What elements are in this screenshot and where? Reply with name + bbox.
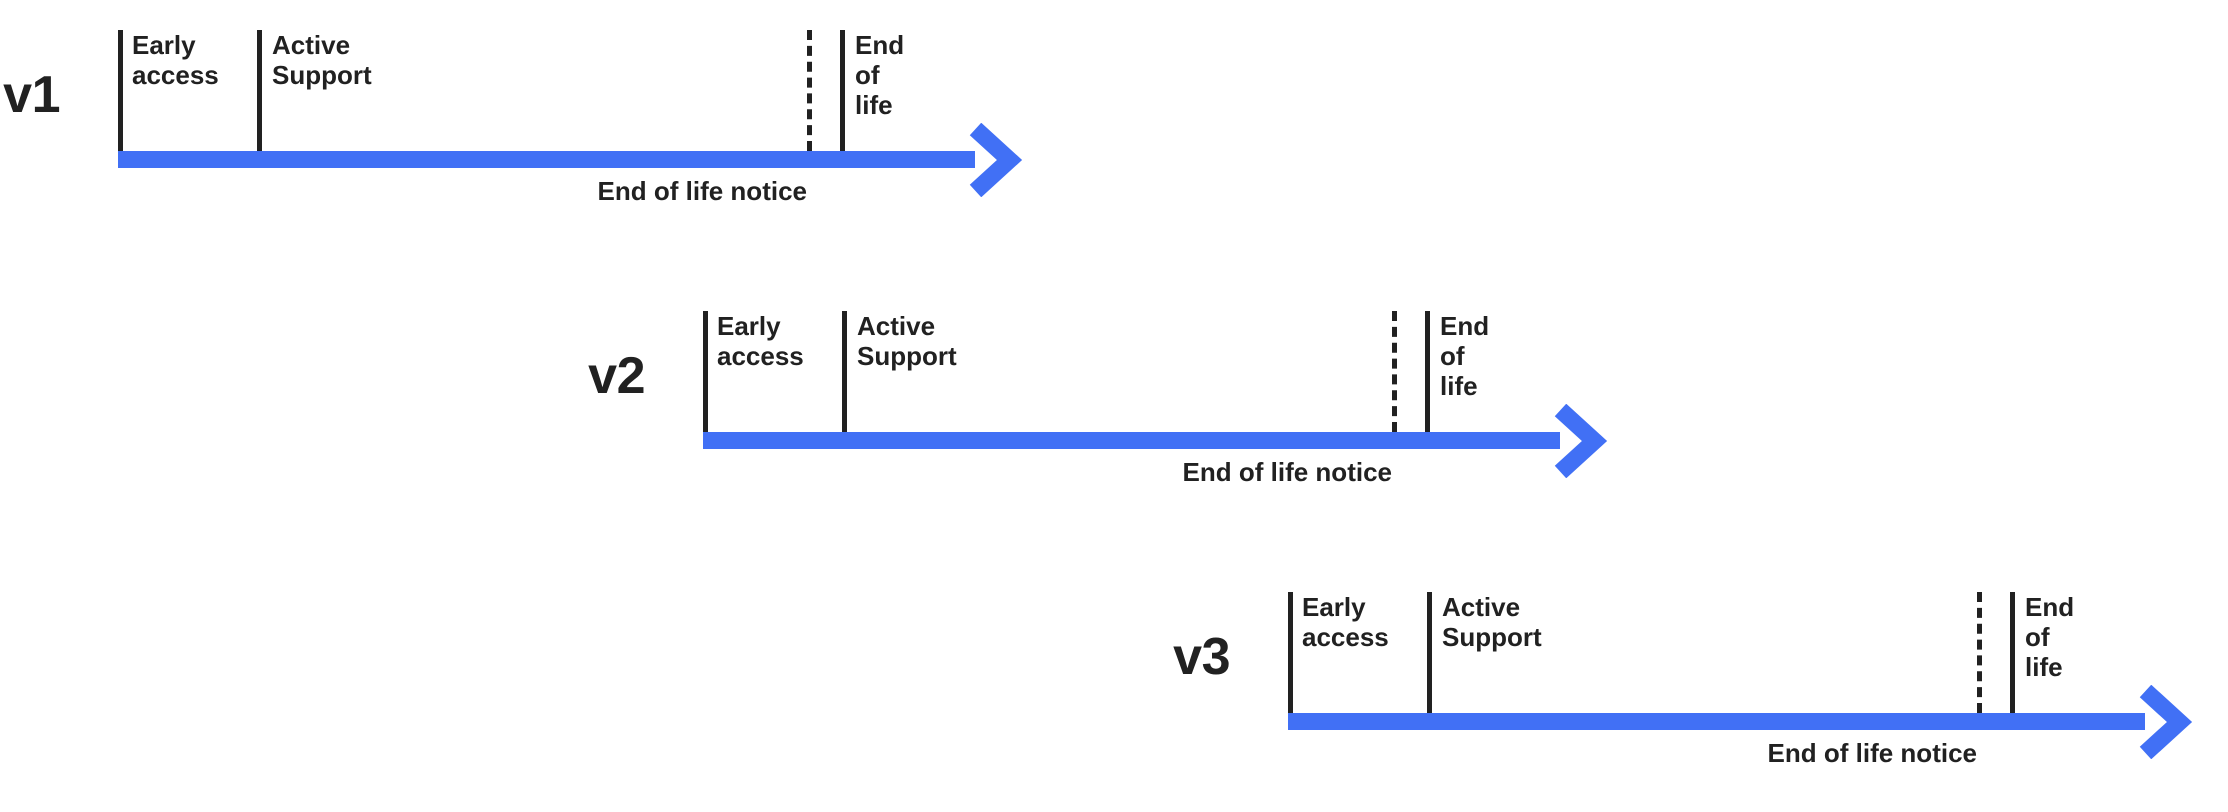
phase-label-early-access-v2: Early access — [717, 311, 804, 372]
phase-label-active-support-v3: Active Support — [1442, 592, 1542, 653]
phase-label-active-support-v2: Active Support — [857, 311, 957, 372]
timeline-arrow-icon-v2 — [1554, 403, 1608, 478]
phase-divider-start-v1 — [118, 30, 123, 151]
timeline-bar-v3 — [1288, 713, 2145, 730]
phase-divider-start-v2 — [703, 311, 708, 432]
phase-divider-active-support-v3 — [1427, 592, 1432, 713]
version-label-v1: v1 — [3, 66, 60, 124]
end-of-life-notice-marker-v3 — [1977, 592, 1982, 713]
end-of-life-notice-marker-v1 — [807, 30, 812, 151]
bar-caption-end-of-life-notice-v1: End of life notice — [597, 176, 807, 206]
phase-label-end-of-life-v3: End of life — [2025, 592, 2075, 683]
phase-label-early-access-v3: Early access — [1302, 592, 1389, 653]
bar-caption-end-of-life-notice-v2: End of life notice — [1182, 457, 1392, 487]
bar-caption-end-of-life-notice-v3: End of life notice — [1767, 738, 1977, 768]
timeline-bar-v1 — [118, 151, 975, 168]
phase-divider-active-support-v2 — [842, 311, 847, 432]
phase-divider-end-of-life-v1 — [840, 30, 845, 151]
phase-label-early-access-v1: Early access — [132, 30, 219, 91]
phase-label-end-of-life-v1: End of life — [855, 30, 905, 121]
timeline-bar-v2 — [703, 432, 1560, 449]
phase-divider-end-of-life-v3 — [2010, 592, 2015, 713]
phase-label-end-of-life-v2: End of life — [1440, 311, 1490, 402]
end-of-life-notice-marker-v2 — [1392, 311, 1397, 432]
timeline-arrow-icon-v1 — [969, 122, 1023, 197]
version-label-v2: v2 — [588, 347, 645, 405]
phase-label-active-support-v1: Active Support — [272, 30, 372, 91]
phase-divider-start-v3 — [1288, 592, 1293, 713]
version-label-v3: v3 — [1173, 628, 1230, 686]
phase-divider-active-support-v1 — [257, 30, 262, 151]
phase-divider-end-of-life-v2 — [1425, 311, 1430, 432]
timeline-arrow-icon-v3 — [2139, 684, 2193, 759]
